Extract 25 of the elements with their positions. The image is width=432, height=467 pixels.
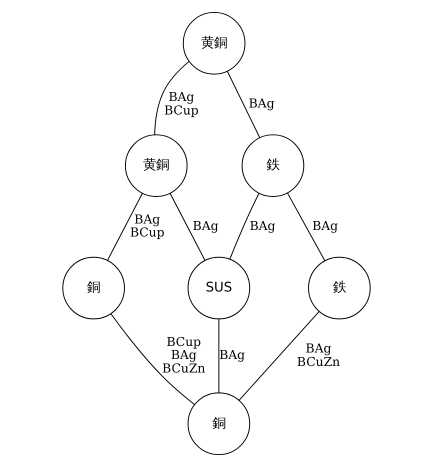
node-circle: SUS [187, 256, 250, 320]
connector [110, 313, 195, 406]
edge-label: BAg [192, 219, 218, 234]
node-circle: 黄銅 [182, 12, 245, 75]
edge-label: BAg [218, 348, 245, 362]
connector [106, 192, 142, 261]
edge-label: BCup BAg BCuZn [162, 334, 205, 376]
connector [154, 61, 189, 136]
connector [218, 318, 219, 394]
edge-label: BAg BCuZn [296, 341, 340, 369]
edge-label: BAg [312, 219, 338, 234]
node-circle: 黄銅 [124, 134, 188, 197]
edge-label: BAg BCup [129, 212, 164, 240]
node-circle: 鉄 [241, 134, 304, 197]
edge-label: BAg [249, 219, 275, 234]
node-circle: 銅 [62, 256, 124, 320]
connector [238, 310, 320, 401]
node-circle: 銅 [187, 392, 250, 456]
connector [226, 70, 260, 138]
connector [286, 192, 325, 262]
node-circle: 鉄 [308, 256, 370, 320]
connector [169, 192, 205, 261]
edge-label: BAg BCup [164, 90, 198, 118]
edge-label: BAg [248, 96, 274, 111]
connector [228, 192, 260, 260]
